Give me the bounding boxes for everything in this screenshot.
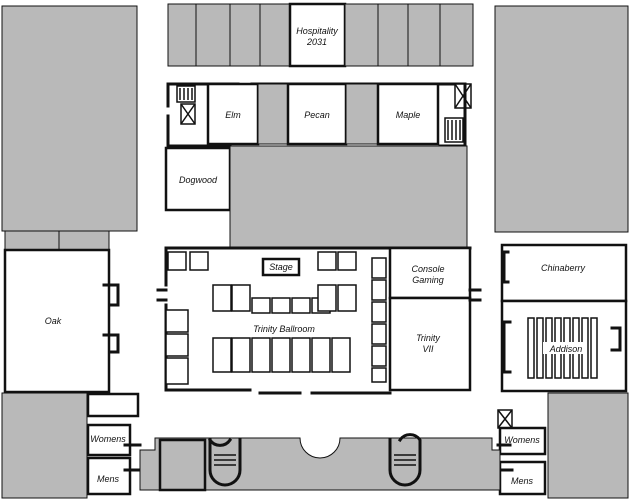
label-hospitality-line2: 2031 xyxy=(306,37,327,47)
label-oak: Oak xyxy=(45,316,62,326)
label-trinity-ballroom: Trinity Ballroom xyxy=(253,324,315,334)
room-womens-right[interactable] xyxy=(498,426,547,456)
label-trinity7-line1: Trinity xyxy=(416,333,440,343)
restrooms-right xyxy=(496,409,547,496)
room-dogwood[interactable] xyxy=(164,146,232,212)
left-upper-block xyxy=(1,5,138,232)
label-maple: Maple xyxy=(396,110,421,120)
bottom-corridor xyxy=(139,433,501,492)
room-trinity-vii[interactable] xyxy=(388,296,472,392)
partition-column xyxy=(371,257,387,383)
right-lower-block xyxy=(547,392,629,499)
label-mens-right: Mens xyxy=(511,476,534,486)
room-oak[interactable] xyxy=(3,248,111,394)
restrooms-left xyxy=(86,392,142,496)
stairs-right xyxy=(444,117,464,143)
left-lower-block xyxy=(1,392,88,499)
trinity-ballroom-area xyxy=(156,246,482,395)
label-mens-left: Mens xyxy=(97,474,120,484)
label-womens-left: Womens xyxy=(90,434,126,444)
table-row-upper xyxy=(212,284,357,314)
stairs-left xyxy=(176,85,196,103)
room-mens-left[interactable] xyxy=(86,456,132,496)
meeting-row xyxy=(166,82,472,148)
label-dogwood: Dogwood xyxy=(179,175,218,185)
room-hospitality[interactable] xyxy=(288,2,347,68)
right-upper-block xyxy=(494,5,629,233)
label-trinity7-line2: VII xyxy=(422,344,434,354)
oak-area xyxy=(3,230,120,394)
room-maple[interactable] xyxy=(376,82,440,146)
room-pecan[interactable] xyxy=(286,82,348,146)
label-pecan: Pecan xyxy=(304,110,330,120)
stage xyxy=(261,257,301,277)
label-addison: Addison xyxy=(549,344,583,354)
label-hospitality-line1: Hospitality xyxy=(296,26,338,36)
hospitality-strip xyxy=(167,2,474,68)
label-chinaberry: Chinaberry xyxy=(541,263,586,273)
room-console-gaming[interactable] xyxy=(388,246,472,300)
label-womens-right: Womens xyxy=(504,435,540,445)
label-console-line2: Gaming xyxy=(412,275,444,285)
room-mens-right[interactable] xyxy=(498,460,547,496)
label-stage: Stage xyxy=(269,262,293,272)
label-elm: Elm xyxy=(225,110,241,120)
room-chinaberry[interactable] xyxy=(500,243,628,303)
table-row-lower xyxy=(212,337,351,373)
room-womens-left[interactable] xyxy=(86,423,132,457)
central-gray-block xyxy=(229,145,468,249)
label-console-line1: Console xyxy=(411,264,444,274)
